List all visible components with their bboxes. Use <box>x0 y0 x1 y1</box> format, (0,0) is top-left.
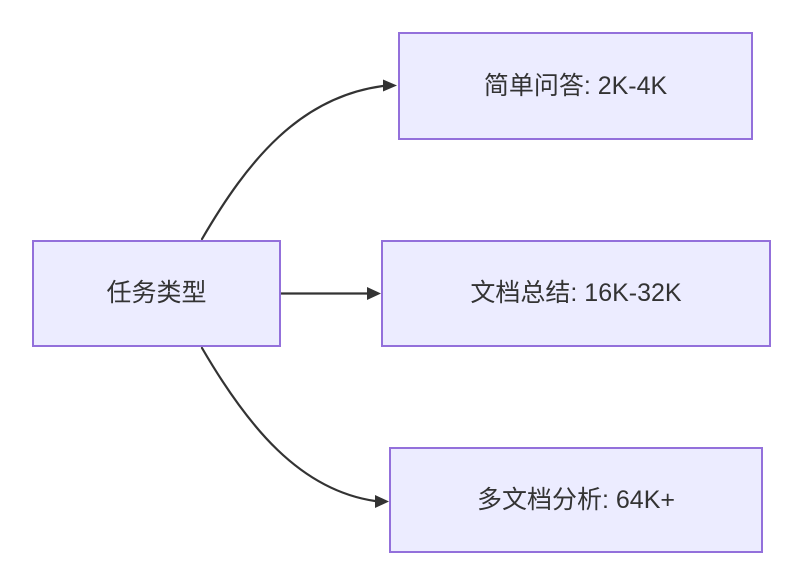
arrowhead-icon <box>367 287 381 300</box>
edge-task-type-to-simple-qa <box>200 79 397 241</box>
node-simple-qa: 简单问答: 2K-4K <box>398 32 753 140</box>
edge-task-type-to-multi-doc-analysis <box>200 346 389 508</box>
node-doc-summary-label: 文档总结: 16K-32K <box>470 279 682 308</box>
node-doc-summary: 文档总结: 16K-32K <box>381 240 771 347</box>
node-task-type-label: 任务类型 <box>106 279 207 308</box>
node-task-type: 任务类型 <box>32 240 281 347</box>
arrowhead-icon <box>375 495 389 508</box>
node-simple-qa-label: 简单问答: 2K-4K <box>483 71 668 100</box>
node-multi-doc-analysis: 多文档分析: 64K+ <box>389 447 763 553</box>
node-multi-doc-analysis-label: 多文档分析: 64K+ <box>477 485 675 514</box>
arrowhead-icon <box>383 79 397 92</box>
edge-line <box>200 84 385 241</box>
edge-task-type-to-doc-summary <box>279 287 381 300</box>
edge-line <box>200 346 377 503</box>
